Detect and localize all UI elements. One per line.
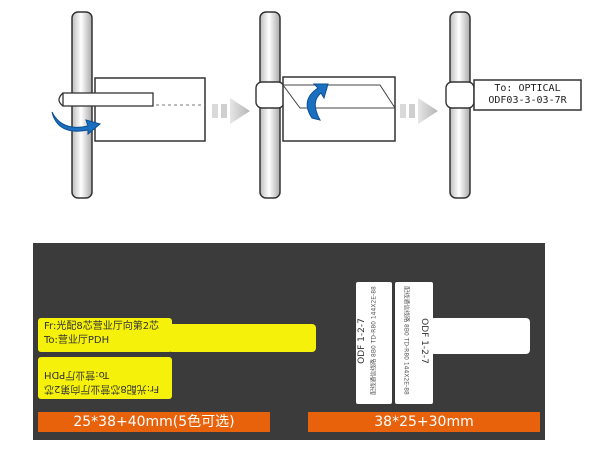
white-label-odf-right: ODF 1-2-7: [419, 318, 429, 364]
step-3-done: [445, 11, 582, 199]
rotate-arrow-icon: [306, 83, 329, 121]
tag-text-line1: To: OPTICAL: [494, 83, 561, 94]
white-label-odf-left: ODF 1-2-7: [357, 318, 367, 364]
white-label-small-right: 配线通信线路 8B0 TD-R80 144X2E-88: [402, 286, 410, 395]
yellow-label-bottom: [38, 357, 172, 399]
yellow-label-line1: Fr:光配8芯营业厅向第2芯: [44, 321, 160, 332]
white-label-left: [356, 282, 392, 404]
yellow-label-line1-mirrored: Fr:光配8芯营业厅向第2芯: [44, 383, 160, 394]
yellow-label-top: [38, 318, 172, 352]
yellow-label-size-caption: 25*38+40mm(5色可选): [38, 412, 270, 432]
installation-steps-diagram: [51, 11, 582, 199]
tag-text-line2: ODF03-3-03-7R: [488, 95, 567, 106]
white-label-size-caption: 38*25+30mm: [308, 412, 540, 432]
finished-tag: [473, 79, 582, 111]
step-1-wrap: [51, 11, 206, 199]
step-arrow-icon: [400, 98, 438, 124]
yellow-label-tail: [168, 324, 316, 352]
wrap-arrow-icon: [51, 111, 102, 136]
step-2-fold: [255, 11, 396, 199]
yellow-label-line2-mirrored: To:营业厅PDH: [44, 369, 110, 380]
label-tail-1: [62, 92, 154, 107]
white-label-right: [395, 282, 433, 404]
label-body-1: [94, 77, 206, 142]
white-label-small-left: 配线通信线路 8B0 TD-R80 144X2E-88: [370, 286, 378, 395]
yellow-label-line2: To:营业厅PDH: [44, 335, 110, 346]
white-label-tail: [430, 318, 530, 354]
step-arrow-icon: [212, 98, 250, 124]
